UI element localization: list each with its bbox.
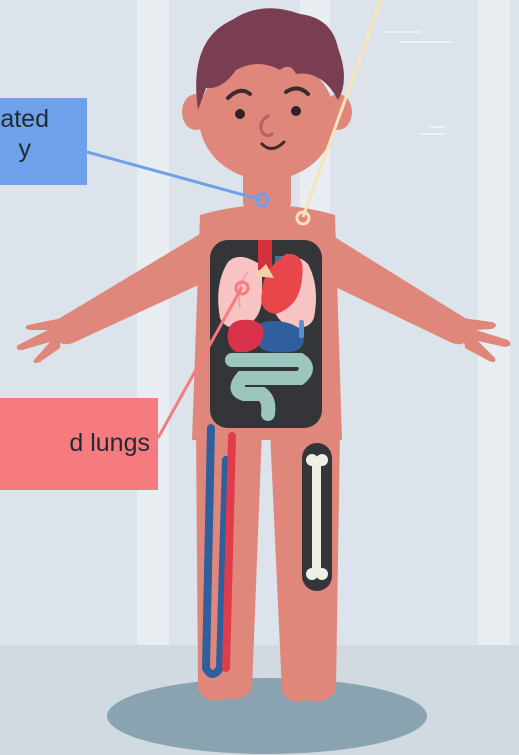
eye-icon	[235, 109, 245, 119]
callout-box-red: d lungs	[0, 398, 158, 490]
blood-vessel-icon	[299, 320, 304, 338]
eye-icon	[291, 106, 301, 116]
callout-box-blue: ated y	[0, 98, 87, 185]
back-wall-stripe	[137, 0, 169, 650]
callout-text-line1: ated	[0, 104, 87, 134]
floor-shadow	[107, 678, 427, 754]
callout-text: d lungs	[0, 428, 158, 458]
callout-text-line2: y	[0, 134, 87, 164]
